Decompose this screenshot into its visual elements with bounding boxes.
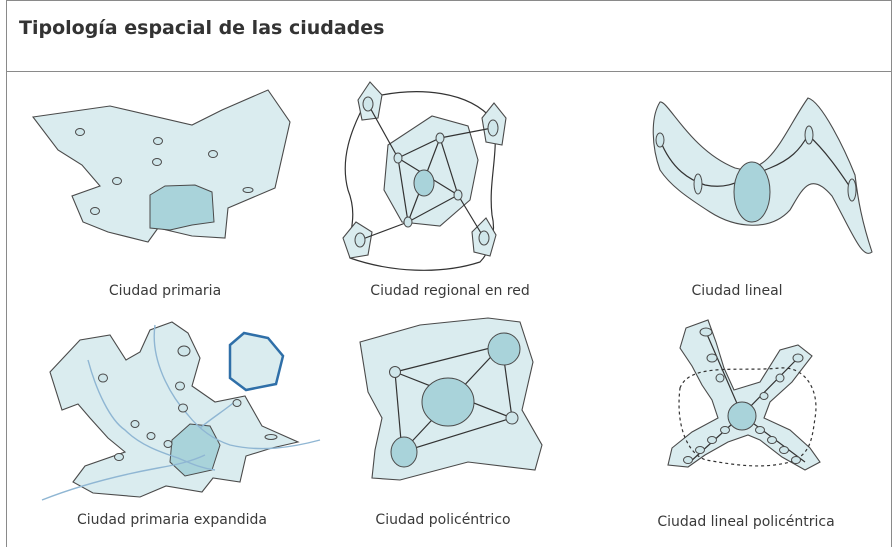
center-node — [177, 345, 191, 357]
linear-node — [767, 436, 777, 444]
caption-ciudad-primaria-expandida: Ciudad primaria expandida — [77, 512, 267, 528]
satellite-node — [362, 96, 374, 112]
river — [153, 324, 321, 450]
satellite-node — [487, 119, 499, 137]
linear-node — [775, 373, 785, 383]
center-node — [130, 420, 140, 428]
caption-ciudad-lineal-policentrica: Ciudad lineal policéntrica — [657, 514, 835, 530]
river — [41, 454, 206, 501]
center-node — [112, 177, 122, 185]
sub-center — [487, 332, 521, 366]
center-node — [152, 158, 162, 166]
linear-node — [792, 353, 804, 363]
linear-node — [695, 446, 705, 454]
hub-node — [733, 161, 771, 223]
caption-ciudad-policentrico: Ciudad policéntrico — [375, 512, 511, 528]
city-boundary — [31, 89, 291, 243]
center-node — [146, 432, 156, 440]
expansion-outline — [228, 331, 285, 392]
central-area — [383, 115, 479, 227]
center-node — [264, 434, 278, 440]
network-node — [403, 216, 413, 228]
linear-node — [706, 353, 718, 363]
linear-node — [683, 456, 693, 464]
title-bar: Tipología espacial de las ciudades — [6, 0, 892, 72]
center-node — [153, 137, 163, 145]
center-node — [232, 399, 242, 407]
network-node — [435, 132, 445, 144]
caption-ciudad-regional-en-red: Ciudad regional en red — [370, 283, 530, 299]
hub-node — [421, 377, 475, 427]
linear-node — [720, 426, 730, 434]
linear-node — [693, 173, 703, 195]
hub-node — [727, 401, 757, 431]
satellite-node — [478, 230, 490, 246]
linear-node — [655, 132, 665, 148]
network-node — [505, 411, 519, 425]
city-boundary — [49, 321, 300, 498]
sub-center — [390, 436, 418, 468]
network-node — [389, 366, 401, 378]
figure-title: Tipología espacial de las ciudades — [19, 17, 385, 39]
caption-ciudad-primaria: Ciudad primaria — [108, 283, 222, 299]
linear-node — [707, 436, 717, 444]
linear-node — [699, 327, 713, 337]
linear-node — [847, 178, 857, 202]
linear-node — [759, 392, 769, 400]
linear-node — [804, 125, 814, 145]
center-node — [242, 187, 254, 193]
linear-node — [779, 446, 789, 454]
center-node — [175, 381, 185, 391]
linear-axis — [659, 134, 853, 191]
river — [87, 359, 216, 471]
figure-frame — [6, 0, 892, 547]
linear-node — [791, 456, 801, 464]
center-node — [90, 207, 100, 215]
center-node — [75, 128, 85, 136]
satellite-node — [354, 232, 366, 248]
linear-node — [715, 373, 725, 383]
center-node — [178, 403, 188, 413]
central-district — [149, 184, 215, 231]
center-node — [208, 150, 218, 158]
center-node — [163, 440, 173, 448]
linear-node — [755, 426, 765, 434]
center-node — [98, 373, 108, 383]
hub-node — [413, 169, 435, 197]
network-node — [453, 189, 463, 201]
center-node — [114, 453, 124, 461]
caption-ciudad-lineal: Ciudad lineal — [691, 283, 783, 299]
network-node — [393, 152, 403, 164]
city-boundary — [667, 319, 821, 471]
